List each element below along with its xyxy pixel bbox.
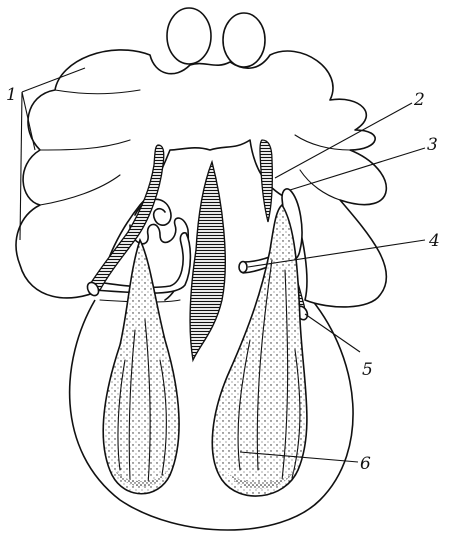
label-2: 2 [413, 90, 425, 110]
label-6: 6 [360, 454, 371, 474]
left-pear-organ [103, 240, 179, 494]
label-1: 1 [6, 85, 17, 105]
head-knobs [167, 8, 265, 67]
right-ringed-vessel [260, 140, 272, 222]
label-3: 3 [427, 135, 438, 155]
label-5: 5 [362, 360, 373, 380]
label-4: 4 [428, 231, 440, 251]
